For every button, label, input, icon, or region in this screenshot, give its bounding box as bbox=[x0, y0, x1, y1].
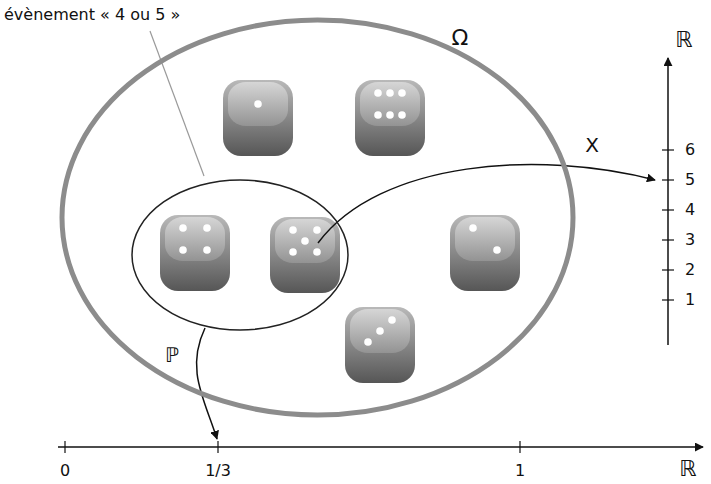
tick-label: 5 bbox=[685, 170, 695, 189]
mapping-arrow bbox=[318, 165, 655, 243]
axis-ticks bbox=[662, 150, 674, 300]
ellipse-outline bbox=[62, 20, 573, 415]
sample-space-ellipse: Ωévènement « 4 ou 5 » bbox=[62, 20, 573, 415]
axis-name: ℝ bbox=[679, 456, 696, 482]
tick-label: 6 bbox=[685, 140, 695, 159]
axis-name: ℝ bbox=[675, 27, 692, 53]
horizontal-axis bbox=[58, 446, 703, 448]
tick-label: 4 bbox=[685, 200, 695, 219]
die bbox=[223, 80, 293, 156]
die bbox=[345, 307, 415, 383]
event-ellipse: évènement « 4 ou 5 » bbox=[132, 180, 348, 330]
vertical-axis bbox=[667, 58, 669, 345]
event-label: évènement « 4 ou 5 » bbox=[4, 5, 180, 24]
die bbox=[160, 215, 230, 291]
die bbox=[450, 215, 520, 291]
axis-ticks bbox=[65, 441, 520, 453]
tick-label: 1 bbox=[685, 290, 695, 309]
sample-space-label: Ω bbox=[452, 25, 469, 51]
tick-label: 1 bbox=[515, 461, 525, 480]
dice bbox=[160, 80, 520, 383]
function-name: X bbox=[585, 133, 599, 157]
tick-label: 2 bbox=[685, 260, 695, 279]
die bbox=[355, 80, 425, 156]
tick-label: 0 bbox=[60, 461, 70, 480]
tick-label: 3 bbox=[685, 230, 695, 249]
tick-label: 1/3 bbox=[205, 461, 231, 480]
probability-arrow bbox=[197, 328, 217, 439]
die bbox=[270, 217, 340, 293]
function-name: ℙ bbox=[165, 343, 179, 367]
ellipse-outline bbox=[132, 180, 348, 330]
